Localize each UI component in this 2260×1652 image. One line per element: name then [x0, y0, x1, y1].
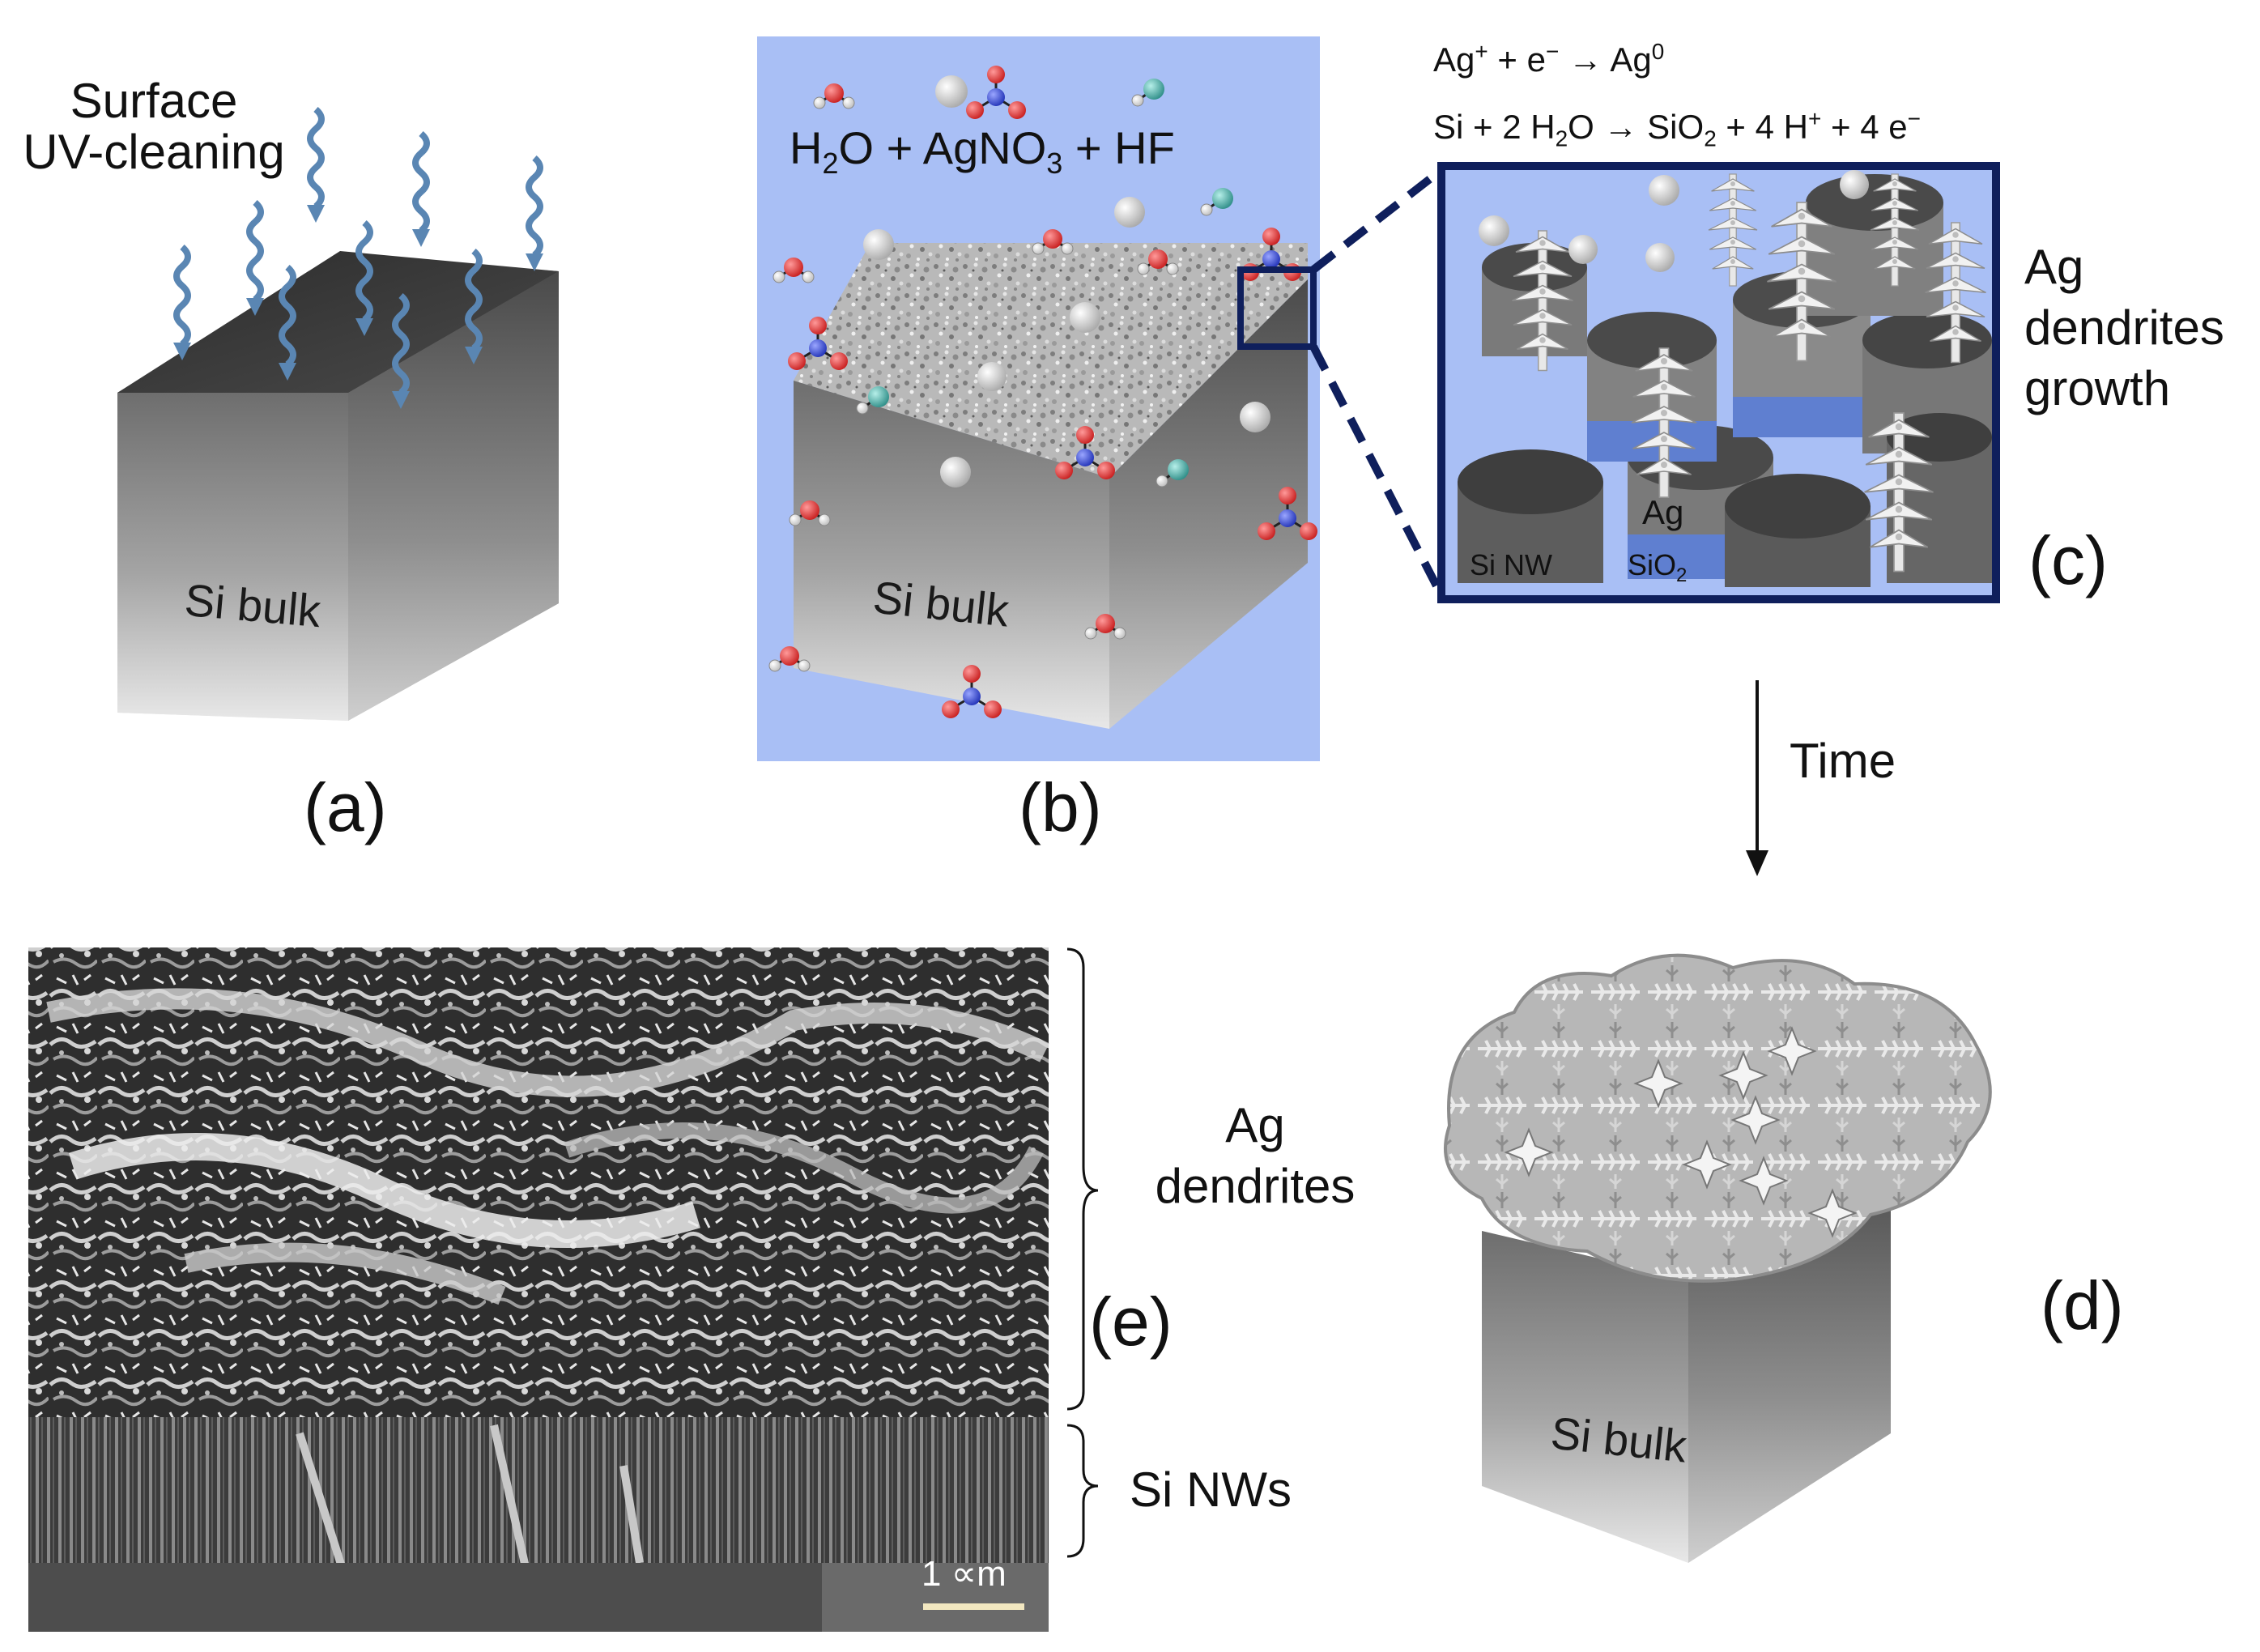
inset-sio2-label: SiO2	[1628, 551, 1687, 585]
uv-arrow-icon	[246, 202, 264, 316]
uv-arrow-icon	[526, 158, 543, 271]
panel-b-label: (b)	[1019, 769, 1102, 845]
ag-dendrites-label-line1: Ag	[1225, 1098, 1285, 1152]
eq2-part: Si + 2 H	[1433, 108, 1556, 146]
eq1-part: + e	[1488, 40, 1546, 79]
uv-caption-line2: UV-cleaning	[23, 125, 285, 179]
panel-a-cube-top	[117, 251, 559, 393]
uv-arrow-icon	[173, 247, 191, 360]
ag-ion-icon	[1645, 243, 1675, 272]
ag-dendrites-brace	[1066, 947, 1099, 1411]
panel-e-label: (e)	[1089, 1284, 1173, 1360]
silver-ions	[863, 75, 1270, 488]
eq1-arrow: →	[1559, 40, 1611, 79]
panel-b-cube-top-face	[794, 243, 1308, 478]
eq1-part: Ag	[1433, 40, 1475, 79]
star-cluster-icon	[1718, 1050, 1768, 1101]
growth-label-line3: growth	[2024, 361, 2171, 415]
eq2-sup: −	[1907, 106, 1921, 131]
star-cluster-icon	[1730, 1095, 1781, 1145]
ag-ion-icon	[1649, 175, 1679, 206]
panel-a-cube-label: Si bulk	[182, 573, 323, 637]
inset-sio2-sub: 2	[1676, 564, 1688, 587]
ag-dendrites-label-line2: dendrites	[1155, 1159, 1356, 1213]
sem-image	[28, 947, 1049, 1632]
eq2-part: + 4 e	[1821, 108, 1908, 146]
star-cluster-icon	[1682, 1139, 1732, 1190]
si-nws-brace	[1066, 1424, 1099, 1558]
eq1-sup: +	[1475, 39, 1488, 64]
ag-ion-icon	[1840, 170, 1869, 199]
inset-frame	[1437, 162, 2000, 603]
eq2-sub: 2	[1704, 126, 1717, 151]
time-label: Time	[1790, 734, 1896, 788]
ag-ion-icon	[1568, 235, 1598, 264]
eq2-part: + 4 H	[1716, 108, 1808, 146]
star-cluster-icon	[1633, 1058, 1683, 1109]
panel-a-label: (a)	[304, 769, 387, 845]
uv-arrow-icon	[307, 109, 325, 223]
growth-label-line2: dendrites	[2024, 300, 2224, 355]
solution-formula-mid: O + AgNO	[838, 122, 1047, 173]
ag-ion-icon	[1114, 197, 1145, 228]
zoom-region-box	[1237, 266, 1317, 350]
scale-bar-label: 1 ∝m	[921, 1554, 1007, 1594]
solution-formula-sub2: 3	[1046, 147, 1063, 181]
solution-formula-end: + HF	[1062, 122, 1175, 173]
panel-a-cube-front	[117, 393, 348, 721]
solution-formula-h: H	[790, 122, 823, 173]
star-cluster-icon	[1807, 1188, 1858, 1238]
solution-formula: H2O + AgNO3 + HF	[790, 126, 1175, 178]
panel-a-cube-side	[348, 271, 559, 721]
panel-b-cube-front	[794, 381, 1109, 729]
reaction-equation-1: Ag+ + e− → Ag0	[1433, 40, 1664, 77]
solution-formula-sub1: 2	[822, 147, 839, 181]
ag-ion-icon	[863, 229, 894, 260]
ag-ion-icon	[940, 457, 971, 488]
ag-ion-icon	[935, 75, 968, 108]
ag-ion-icon	[1240, 402, 1270, 432]
eq2-sub: 2	[1555, 126, 1568, 151]
uv-caption-line1: Surface	[70, 74, 238, 128]
zoom-connector-bottom	[1309, 344, 1445, 598]
eq2-sup: +	[1808, 106, 1822, 131]
panel-c-inset	[1437, 162, 2000, 603]
eq2-part: O → SiO	[1568, 108, 1705, 146]
eq1-sup: −	[1545, 39, 1560, 64]
star-cluster-icon	[1504, 1127, 1554, 1177]
ag-ion-icon	[977, 362, 1007, 391]
eq1-part: Ag	[1610, 40, 1652, 79]
panel-c-label: (c)	[2028, 522, 2108, 598]
ag-ion-icon	[1479, 215, 1509, 246]
panel-d-cube-front	[1482, 1231, 1688, 1563]
panel-b-cube-side	[1109, 279, 1308, 729]
zoom-connector-top	[1310, 167, 1445, 273]
inset-sio2-text: SiO	[1628, 548, 1677, 581]
dendrite-mass	[1444, 953, 1992, 1283]
scale-bar	[923, 1603, 1024, 1610]
dendrite-star-clusters	[1504, 1026, 1858, 1238]
inset-sinw-label: Si NW	[1470, 548, 1552, 581]
star-cluster-icon	[1739, 1156, 1789, 1206]
time-arrow-head-icon	[1746, 850, 1768, 876]
panel-d-label: (d)	[2041, 1267, 2124, 1343]
star-cluster-icon	[1767, 1026, 1817, 1076]
growth-label-line1: Ag	[2024, 240, 2084, 294]
inset-ag-label: Ag	[1642, 493, 1684, 531]
ag-ion-icon	[1070, 302, 1100, 333]
si-nws-label: Si NWs	[1130, 1463, 1292, 1517]
uv-arrow-icon	[412, 134, 430, 247]
reaction-equation-2: Si + 2 H2O → SiO2 + 4 H+ + 4 e−	[1433, 108, 1921, 150]
eq1-sup: 0	[1651, 39, 1665, 64]
